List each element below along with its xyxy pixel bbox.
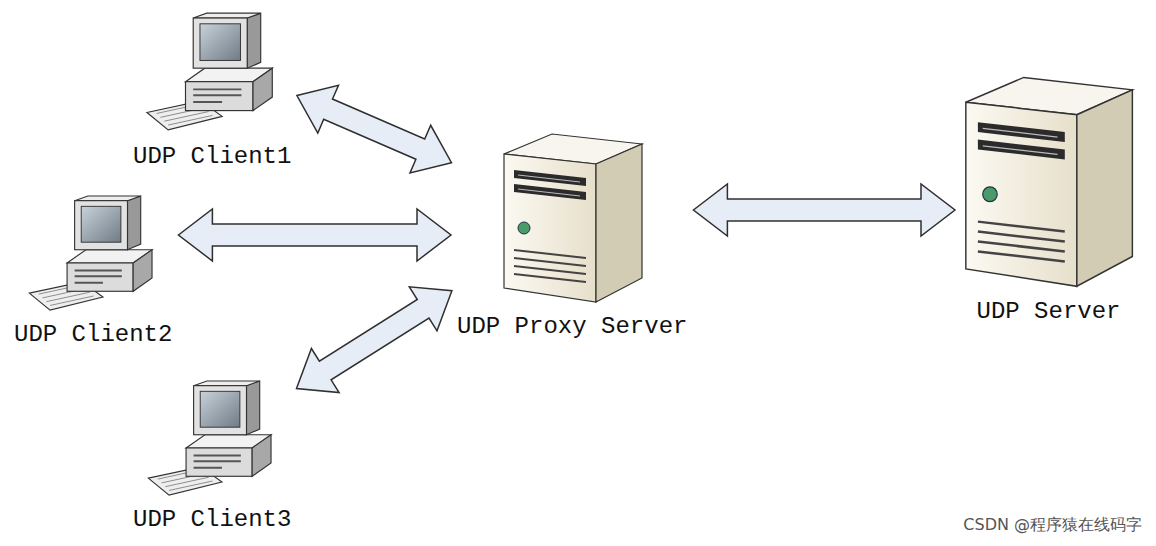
drive-bay — [978, 140, 1065, 160]
node-label: UDP Client3 — [133, 506, 291, 535]
tower-side — [596, 144, 642, 302]
monitor-screen — [200, 391, 240, 427]
drive-bay-light — [983, 128, 1058, 154]
client-node: UDP Client1 — [133, 10, 291, 172]
drive-bay — [514, 170, 586, 186]
vent-lines — [514, 250, 586, 282]
monitor-front — [193, 18, 247, 68]
block-arrow — [297, 85, 452, 173]
monitor-side — [247, 13, 261, 68]
drive-bay — [978, 122, 1065, 142]
monitor-screen — [81, 206, 121, 242]
monitor-top — [74, 196, 140, 201]
tower-front — [966, 102, 1077, 286]
block-arrow — [297, 287, 452, 393]
case-side — [133, 250, 152, 292]
computer-icon — [145, 10, 280, 135]
server-tower-icon — [500, 120, 645, 305]
monitor-top — [193, 13, 261, 18]
monitor-front — [193, 386, 246, 435]
computer-icon — [145, 380, 280, 498]
node-label: UDP Proxy Server — [457, 313, 687, 342]
server-node: UDP Proxy Server — [457, 120, 687, 342]
case-side — [253, 68, 272, 110]
watermark: CSDN @程序猿在线码字 — [963, 515, 1142, 536]
drive-slot — [74, 271, 121, 283]
computer-icon — [26, 195, 161, 313]
block-arrow — [693, 184, 955, 236]
client-node: UDP Client2 — [14, 195, 172, 350]
monitor-side — [127, 196, 140, 250]
drive-bay-light — [518, 175, 580, 196]
drive-bay — [514, 184, 586, 200]
vent-lines — [978, 222, 1065, 262]
case-side — [252, 435, 271, 477]
block-arrow — [178, 209, 451, 261]
server-node: UDP Server — [961, 60, 1136, 327]
case-front — [186, 448, 252, 476]
case-front — [185, 82, 253, 111]
power-light — [983, 187, 997, 202]
monitor-screen — [200, 24, 241, 61]
client-node: UDP Client3 — [133, 380, 291, 535]
monitor-top — [193, 381, 259, 386]
drive-slot — [193, 89, 241, 102]
power-light — [518, 222, 530, 234]
case-front — [67, 263, 133, 291]
monitor-front — [74, 201, 127, 250]
tower-front — [504, 154, 596, 302]
node-label: UDP Client1 — [133, 143, 291, 172]
monitor-side — [246, 381, 259, 435]
tower-side — [1077, 90, 1133, 286]
node-label: UDP Server — [976, 298, 1120, 327]
server-tower-icon — [961, 60, 1136, 290]
drive-slot — [193, 456, 240, 468]
node-label: UDP Client2 — [14, 321, 172, 350]
